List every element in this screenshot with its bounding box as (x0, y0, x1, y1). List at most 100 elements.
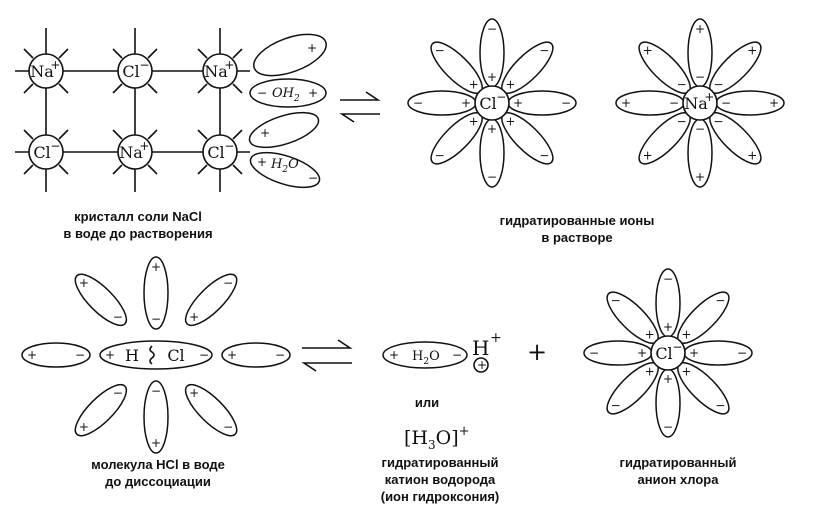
dipole-outer-sign: + (79, 276, 89, 290)
water-dipole: −+ (143, 256, 169, 330)
dipole-outer-sign: − (435, 148, 445, 162)
ion-circle (202, 134, 238, 170)
captions: кристалл соли NaCl в воде до растворения… (63, 209, 736, 504)
ion-symbol: Cl (479, 94, 496, 113)
water-dipole (382, 341, 468, 369)
dipole-outer-sign: + (643, 148, 653, 162)
dipole-inner-sign: − (713, 114, 723, 128)
dipole-outer-sign: + (643, 44, 653, 58)
dipole-outer-sign: − (663, 272, 673, 286)
hydronium-formula: [H3O]+ (404, 424, 470, 452)
hcl-plus-sign: + (105, 348, 115, 362)
water-dipole: +− (606, 362, 659, 415)
dipole-outer-sign: − (715, 294, 725, 308)
water-dipole: +− (430, 41, 483, 94)
lattice-tick (147, 83, 158, 94)
dipole-inner-sign: − (113, 386, 123, 400)
dipole-inner-sign: − (677, 78, 687, 92)
lattice-tick (232, 129, 243, 140)
lattice-tick (23, 129, 34, 140)
dipole-inner-sign: − (677, 114, 687, 128)
ion-symbol: Cl (655, 344, 672, 363)
ion-circle (117, 53, 153, 89)
water-dipole: +− (501, 112, 554, 165)
dipole-minus-sign: − (257, 86, 267, 100)
ion-symbol: Na (119, 143, 143, 162)
hcl-cl-label: Cl (167, 346, 184, 365)
dipole-inner-sign: − (695, 122, 705, 136)
h2o-label: H2O (270, 157, 299, 175)
dipole-outer-sign: − (413, 96, 423, 110)
arrow-forward (302, 339, 353, 349)
dipole-plus-sign: + (389, 348, 399, 362)
ion-symbol: Cl (33, 143, 50, 162)
dipole-outer-sign: − (561, 96, 571, 110)
water-dipole: +− (479, 18, 505, 88)
dipole-inner-sign: + (227, 348, 237, 362)
arrow-backward (339, 113, 380, 123)
lattice-tick (23, 83, 34, 94)
dipole-inner-sign: + (505, 78, 515, 92)
dipole-outer-sign: − (223, 420, 233, 434)
water-dipole: +− (479, 118, 505, 188)
dipole-inner-sign: − (75, 348, 85, 362)
dipole-plus-sign: + (308, 86, 318, 100)
water-dipole: −+ (21, 342, 91, 368)
dipole-outer-sign: − (589, 346, 599, 360)
ion-charge: − (224, 139, 234, 153)
lattice-tick (112, 129, 123, 140)
lattice-tick (147, 164, 158, 175)
dipole-outer-sign: + (151, 260, 161, 274)
dipole-inner-sign: − (151, 312, 161, 326)
lattice-tick (197, 83, 208, 94)
dipole-outer-sign: − (223, 276, 233, 290)
water-dipole: −+ (687, 18, 713, 88)
hcl-minus-sign: − (199, 348, 209, 362)
caption-cation-line1: гидратированный (382, 455, 499, 470)
dipole-inner-sign: + (689, 346, 699, 360)
dipole-inner-sign: + (513, 96, 523, 110)
arrow-backward (301, 362, 352, 372)
reaction-plus: + (527, 338, 547, 366)
lattice-tick (23, 48, 34, 59)
dipole-outer-sign: + (151, 436, 161, 450)
dipole-outer-sign: + (747, 44, 757, 58)
dipole-inner-sign: + (189, 386, 199, 400)
ion-charge: − (496, 90, 506, 104)
dipole-inner-sign: + (663, 320, 673, 334)
lattice-tick (58, 129, 69, 140)
water-dipole: +− (606, 291, 659, 344)
hydrated-chloride-anion: +−+−+−+−+−+−+−+−Cl− (583, 268, 753, 438)
ion-charge: + (224, 58, 234, 72)
caption-hcl-line1: молекула HCl в воде (91, 457, 225, 472)
ion-circle (28, 134, 64, 170)
ion-symbol: Cl (122, 62, 139, 81)
dipole-outer-sign: − (435, 44, 445, 58)
dipole-outer-sign: + (27, 348, 37, 362)
water-dipole: +− (583, 340, 653, 366)
ion-symbol: Cl (207, 143, 224, 162)
dipole-inner-sign: + (637, 346, 647, 360)
water-dipole: +− (507, 90, 577, 116)
water-dipole: +− (677, 362, 730, 415)
dipole-outer-sign: + (695, 22, 705, 36)
caption-cation-line2: катион водорода (385, 472, 496, 487)
caption-anion-line1: гидратированный (620, 455, 737, 470)
dipole-inner-sign: + (681, 364, 691, 378)
water-dipole: +− (683, 340, 753, 366)
dipole-inner-sign: + (469, 114, 479, 128)
water-dipole: +− (655, 268, 681, 338)
hydrated-chloride-ion: +−+−+−+−+−+−+−+−Cl− (407, 18, 577, 188)
water-dipole: −+ (74, 273, 128, 327)
water-dipole: −+ (615, 90, 685, 116)
hydronium-group: + H2O − H + + + или [H3O]+ (382, 330, 547, 452)
caption-crystal-line2: в воде до растворения (63, 226, 212, 241)
water-dipole: −+ (715, 90, 785, 116)
water-dipole-h2o (249, 151, 321, 189)
dipole-inner-sign: − (721, 96, 731, 110)
lattice-tick (197, 164, 208, 175)
dipole-outer-sign: − (275, 348, 285, 362)
